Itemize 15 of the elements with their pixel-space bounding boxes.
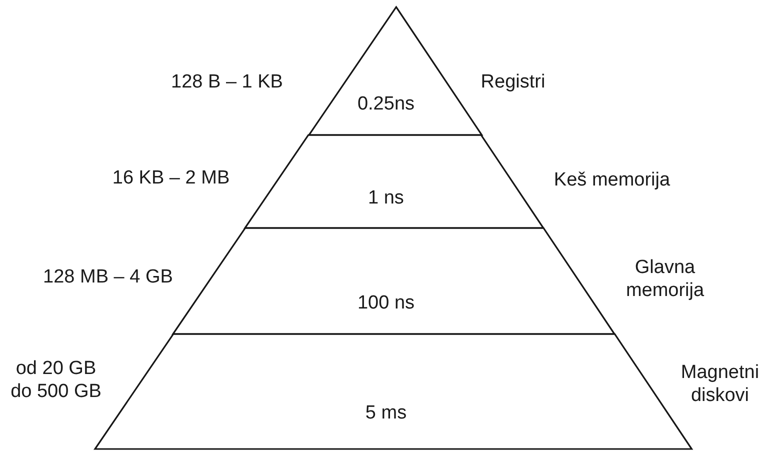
capacity-label: od 20 GB do 500 GB xyxy=(10,357,102,403)
access-time: 0.25ns xyxy=(357,92,414,116)
level-name: Glavna memorija xyxy=(624,256,706,302)
access-time: 1 ns xyxy=(368,186,404,210)
capacity-label: 128 MB – 4 GB xyxy=(43,266,173,288)
pyramid-level xyxy=(245,135,544,228)
level-name: Keš memorija xyxy=(554,168,670,192)
capacity-label: 128 B – 1 KB xyxy=(171,70,283,94)
level-name: Registri xyxy=(480,70,546,94)
capacity-label: 16 KB – 2 MB xyxy=(112,166,230,190)
pyramid-level xyxy=(173,228,615,334)
access-time: 5 ms xyxy=(365,402,407,424)
pyramid-level xyxy=(308,7,482,135)
level-name: Magnetni diskovi xyxy=(680,361,760,407)
access-time: 100 ns xyxy=(357,292,414,314)
